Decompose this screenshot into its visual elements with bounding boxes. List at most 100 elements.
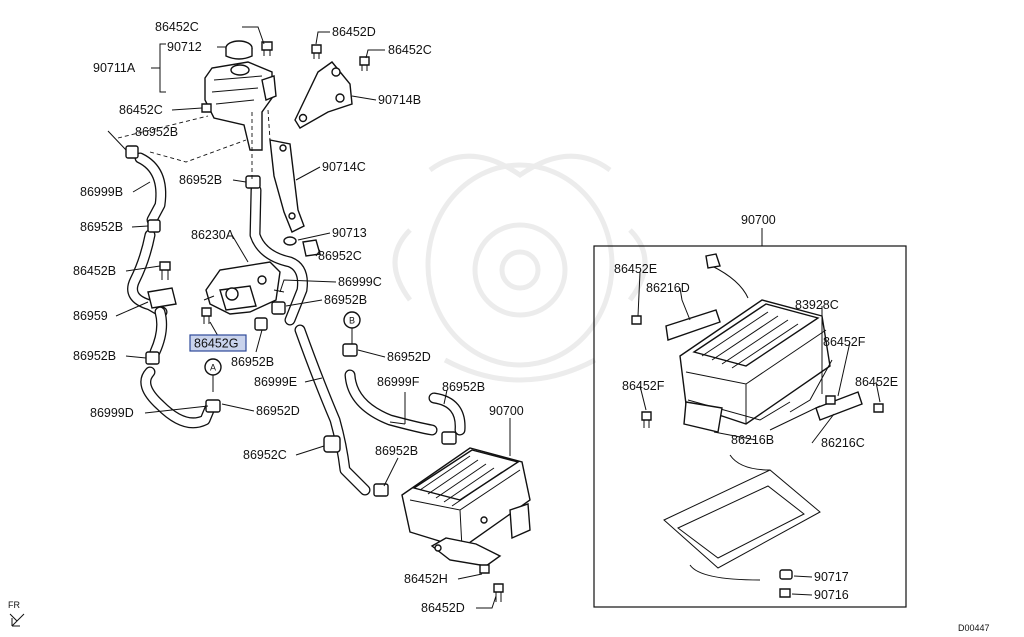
svg-text:A: A: [210, 363, 216, 373]
part-labels: 86452C 90712 90711A 86452D 86452C 90714B…: [73, 20, 898, 615]
label-90700-main[interactable]: 90700: [489, 404, 524, 418]
label-86230a[interactable]: 86230A: [191, 228, 235, 242]
label-86452b[interactable]: 86452B: [73, 264, 116, 278]
bolt-86452c-topright[interactable]: [359, 56, 370, 71]
label-86952b-2[interactable]: 86952B: [179, 173, 222, 187]
label-90714c[interactable]: 90714C: [322, 160, 366, 174]
front-arrow-icon: [9, 613, 25, 627]
nut-90717[interactable]: [779, 569, 793, 580]
bolt-86452d-bottom[interactable]: [493, 583, 504, 602]
pipe-86959[interactable]: [127, 229, 168, 318]
label-86999c[interactable]: 86999C: [338, 275, 382, 289]
label-90716[interactable]: 90716: [814, 588, 849, 602]
bolt-86452b[interactable]: [159, 261, 171, 280]
clamp-86952d-2[interactable]: [205, 399, 221, 413]
bracket-86216b[interactable]: [683, 401, 723, 433]
bolt-86452c-left[interactable]: [201, 103, 212, 113]
label-86952b-6[interactable]: 86952B: [231, 355, 274, 369]
bolt-86452e-2[interactable]: [873, 403, 884, 413]
label-86452d-top[interactable]: 86452D: [332, 25, 376, 39]
clamp-86952b-5[interactable]: [145, 351, 160, 365]
clamp-86952b-2[interactable]: [245, 175, 261, 189]
label-86952b-5[interactable]: 86952B: [73, 349, 116, 363]
inverter-detail[interactable]: [679, 253, 833, 431]
label-86216c[interactable]: 86216C: [821, 436, 865, 450]
highlight-86452g[interactable]: 86452G: [189, 334, 247, 352]
reservoir-tank[interactable]: [204, 40, 277, 151]
label-90714b[interactable]: 90714B: [378, 93, 421, 107]
label-86452e-2[interactable]: 86452E: [855, 375, 898, 389]
label-86952d-1[interactable]: 86952D: [387, 350, 431, 364]
clamp-86952b-8[interactable]: [373, 483, 389, 497]
hose-86999b[interactable]: [134, 152, 167, 226]
label-86999f[interactable]: 86999F: [377, 375, 420, 389]
clamp-86952b-6[interactable]: [254, 317, 268, 331]
label-90700-box[interactable]: 90700: [741, 213, 776, 227]
label-86452c-top[interactable]: 86452C: [155, 20, 199, 34]
clip-86952c-upper[interactable]: [302, 239, 321, 257]
clamp-86952b-7[interactable]: [441, 431, 457, 445]
bolt-86452d-top[interactable]: [311, 44, 322, 59]
label-86216d[interactable]: 86216D: [646, 281, 690, 295]
label-86452h[interactable]: 86452H: [404, 572, 448, 586]
svg-text:B: B: [349, 316, 355, 326]
label-90717[interactable]: 90717: [814, 570, 849, 584]
label-90712[interactable]: 90712: [167, 40, 202, 54]
label-86216b[interactable]: 86216B: [731, 433, 774, 447]
label-86452f-2[interactable]: 86452F: [823, 335, 866, 349]
svg-text:FR: FR: [8, 600, 20, 610]
label-86452d-bottom[interactable]: 86452D: [421, 601, 465, 615]
hose-86999d[interactable]: [140, 306, 216, 429]
label-86952c-2[interactable]: 86952C: [243, 448, 287, 462]
bolt-86452e-1[interactable]: [631, 315, 642, 325]
bracket-86216c[interactable]: [815, 391, 863, 421]
label-86999e[interactable]: 86999E: [254, 375, 297, 389]
label-86952b-3[interactable]: 86952B: [80, 220, 123, 234]
watermark-emblem: [392, 153, 648, 383]
svg-text:86452G: 86452G: [194, 337, 238, 351]
label-86999b[interactable]: 86999B: [80, 185, 123, 199]
label-86952b-4[interactable]: 86952B: [324, 293, 367, 307]
leader-lines: [107, 26, 881, 609]
label-86952b-1[interactable]: 86952B: [135, 125, 178, 139]
label-86452e-1[interactable]: 86452E: [614, 262, 657, 276]
label-86952b-7[interactable]: 86952B: [442, 380, 485, 394]
label-90711a[interactable]: 90711A: [93, 61, 136, 75]
hose-86999f[interactable]: [344, 369, 466, 436]
clamp-86952d-1[interactable]: [342, 343, 358, 357]
detail-box-90700: [593, 228, 907, 608]
callout-a: A: [204, 358, 222, 392]
bolt-90716[interactable]: [779, 588, 791, 598]
water-pump-86230a[interactable]: [203, 261, 285, 315]
hose-86999e[interactable]: [294, 324, 371, 496]
label-86452c-topright[interactable]: 86452C: [388, 43, 432, 57]
bracket-86216d[interactable]: [665, 309, 721, 341]
label-86959[interactable]: 86959: [73, 309, 108, 323]
bolt-86452h[interactable]: [479, 564, 490, 574]
inverter-assembly-main[interactable]: [401, 447, 531, 567]
label-86452c-left[interactable]: 86452C: [119, 103, 163, 117]
hose-86999c[interactable]: [249, 184, 308, 326]
clamp-86952b-4[interactable]: [271, 301, 286, 315]
bolt-86452g[interactable]: [201, 307, 212, 324]
bolt-86452c-top[interactable]: [261, 41, 273, 56]
clamp-86952b-1[interactable]: [125, 145, 139, 159]
bracket-90714c[interactable]: [269, 139, 305, 233]
grommet-90713[interactable]: [283, 236, 297, 246]
bracket-86959[interactable]: [147, 287, 177, 309]
front-indicator: FR: [8, 600, 25, 627]
label-86952b-8[interactable]: 86952B: [375, 444, 418, 458]
label-83928c[interactable]: 83928C: [795, 298, 839, 312]
bracket-90714b[interactable]: [294, 61, 353, 129]
clip-86952c-lower[interactable]: [323, 435, 341, 453]
label-90713[interactable]: 90713: [332, 226, 367, 240]
label-86452f-1[interactable]: 86452F: [622, 379, 665, 393]
label-86999d[interactable]: 86999D: [90, 406, 134, 420]
label-86952d-2[interactable]: 86952D: [256, 404, 300, 418]
label-86952c-1[interactable]: 86952C: [318, 249, 362, 263]
bolt-86452f-2[interactable]: [825, 395, 836, 405]
clamp-86952b-3[interactable]: [147, 219, 161, 233]
bolt-86452f-1[interactable]: [641, 411, 652, 428]
diagram-code: D00447: [958, 623, 990, 633]
